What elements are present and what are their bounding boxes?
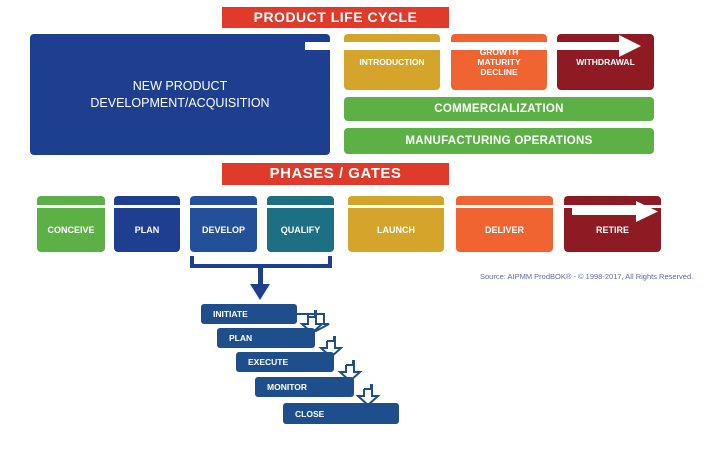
stage-growth-label: GROWTH MATURITY DECLINE	[477, 47, 521, 77]
phase-deliver-gate	[456, 196, 553, 205]
phase-launch-gate	[348, 196, 444, 205]
manufacturing-label: MANUFACTURING OPERATIONS	[405, 135, 593, 147]
commercialization-label: COMMERCIALIZATION	[434, 103, 564, 115]
step-close-label: CLOSE	[295, 408, 325, 419]
phase-launch-label: LAUNCH	[348, 208, 444, 252]
npd-box: NEW PRODUCT DEVELOPMENT/ACQUISITION	[30, 34, 330, 155]
step-initiate-label: INITIATE	[213, 309, 248, 319]
steps-connectors	[295, 310, 381, 407]
phase-conceive-gate	[37, 196, 105, 205]
phase-deliver: DELIVER	[456, 196, 553, 252]
phase-qualify: QUALIFY	[267, 196, 334, 252]
stage-introduction-label: INTRODUCTION	[359, 57, 425, 67]
phase-develop-gate	[190, 196, 257, 205]
source-note: Source: AIPMM ProdBOK® - © 1998-2017, Al…	[480, 272, 694, 281]
commercialization-bar: COMMERCIALIZATION	[344, 97, 654, 121]
phase-plan-label: PLAN	[114, 208, 180, 252]
phase-develop: DEVELOP	[190, 196, 257, 252]
phase-bracket-arrow	[190, 256, 332, 300]
step-plan-label: PLAN	[229, 333, 253, 343]
phase-retire-gate	[564, 196, 661, 205]
step-close: CLOSE	[283, 403, 399, 424]
step-initiate: INITIATE	[201, 304, 297, 324]
phase-launch: LAUNCH	[348, 196, 444, 252]
retire-arrow	[572, 201, 658, 222]
phase-conceive-label: CONCEIVE	[37, 208, 105, 252]
npd-label: NEW PRODUCT DEVELOPMENT/ACQUISITION	[90, 78, 270, 110]
stage-withdrawal-label: WITHDRAWAL	[576, 57, 635, 67]
lifecycle-title: PRODUCT LIFE CYCLE	[222, 7, 449, 28]
phase-develop-label: DEVELOP	[190, 208, 257, 252]
lifecycle-arrow	[305, 35, 641, 57]
step-plan: PLAN	[217, 328, 315, 348]
step-execute-label: EXECUTE	[248, 357, 289, 367]
step-monitor: MONITOR	[255, 377, 354, 397]
phases-title: PHASES / GATES	[222, 163, 449, 185]
phase-plan-gate	[114, 196, 180, 205]
phase-deliver-label: DELIVER	[456, 208, 553, 252]
manufacturing-bar: MANUFACTURING OPERATIONS	[344, 128, 654, 154]
phase-conceive: CONCEIVE	[37, 196, 105, 252]
phase-plan: PLAN	[114, 196, 180, 252]
phase-qualify-label: QUALIFY	[267, 208, 334, 252]
step-execute: EXECUTE	[236, 352, 334, 372]
phase-qualify-gate	[267, 196, 334, 205]
step-monitor-label: MONITOR	[267, 382, 307, 392]
